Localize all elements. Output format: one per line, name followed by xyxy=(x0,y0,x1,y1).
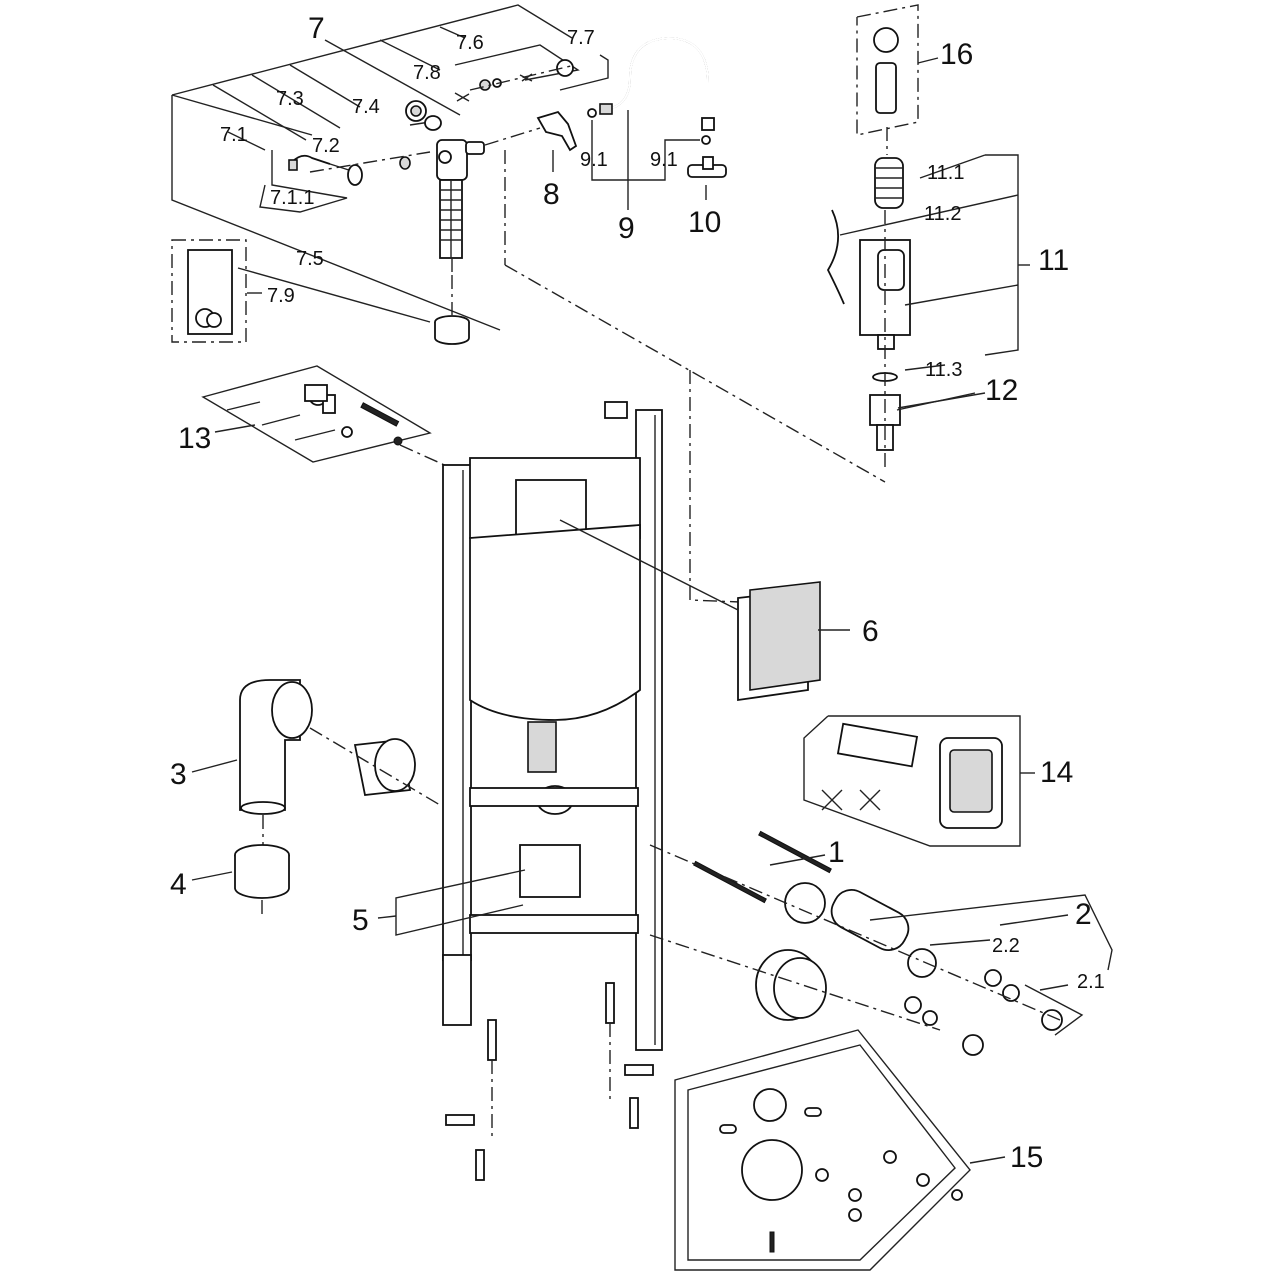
callout-11-1: 11.1 xyxy=(927,162,965,184)
callout-7-5: 7.5 xyxy=(296,248,324,270)
callout-3: 3 xyxy=(170,758,187,791)
callout-9-1-right: 9.1 xyxy=(650,149,678,171)
mounting-kit-14 xyxy=(803,715,1035,847)
soundproof-mat-15 xyxy=(674,1029,1006,1271)
callout-2-1: 2.1 xyxy=(1077,971,1105,993)
leader-12 xyxy=(896,392,976,411)
callout-12: 12 xyxy=(985,374,1019,407)
callout-2: 2 xyxy=(1075,898,1092,931)
callout-7: 7 xyxy=(308,12,325,45)
connector-line xyxy=(504,264,886,483)
callout-2-2: 2.2 xyxy=(992,935,1020,957)
callout-7-3: 7.3 xyxy=(276,88,304,110)
installation-frame xyxy=(304,384,663,1181)
flush-valve-11 xyxy=(826,154,1030,470)
flush-valve-kit-16 xyxy=(856,4,939,155)
callout-13: 13 xyxy=(178,422,212,455)
connector-line xyxy=(689,370,741,603)
flex-hose-9 xyxy=(587,36,715,210)
flush-bend-3 xyxy=(191,679,441,846)
seal-kit-7-9 xyxy=(171,239,262,343)
callout-16: 16 xyxy=(940,38,974,71)
angle-valve-10 xyxy=(687,156,727,200)
callout-7-1-1: 7.1.1 xyxy=(270,187,315,209)
callout-11-3: 11.3 xyxy=(925,359,963,381)
callout-7-8: 7.8 xyxy=(413,62,441,84)
callout-4: 4 xyxy=(170,868,187,901)
callout-11-2: 11.2 xyxy=(924,203,962,225)
callout-15: 15 xyxy=(1010,1141,1044,1174)
callout-9-1-left: 9.1 xyxy=(580,149,608,171)
callout-7-4: 7.4 xyxy=(352,96,380,118)
leader-5 xyxy=(377,915,397,919)
callout-5: 5 xyxy=(352,904,369,937)
callout-8: 8 xyxy=(543,178,560,211)
pipe-cap-4 xyxy=(191,844,290,915)
callout-7-6: 7.6 xyxy=(456,32,484,54)
wall-bracket-kit-13 xyxy=(201,365,461,473)
fill-valve xyxy=(434,139,485,345)
callout-9: 9 xyxy=(618,212,635,245)
callout-6: 6 xyxy=(862,615,879,648)
fill-valve-small-parts xyxy=(288,59,576,186)
callout-7-1: 7.1 xyxy=(220,124,248,146)
connection-set-1-2 xyxy=(649,830,1113,1056)
callout-7-9: 7.9 xyxy=(267,285,295,307)
callout-10: 10 xyxy=(688,206,722,239)
callout-11: 11 xyxy=(1038,244,1070,277)
bracket-8 xyxy=(536,110,578,172)
fill-valve-group-leaders xyxy=(171,4,609,331)
protective-cover-6 xyxy=(559,519,850,702)
callout-1: 1 xyxy=(828,836,845,869)
callout-7-2: 7.2 xyxy=(312,135,340,157)
callout-14: 14 xyxy=(1040,756,1074,789)
callout-7-7: 7.7 xyxy=(567,27,595,49)
